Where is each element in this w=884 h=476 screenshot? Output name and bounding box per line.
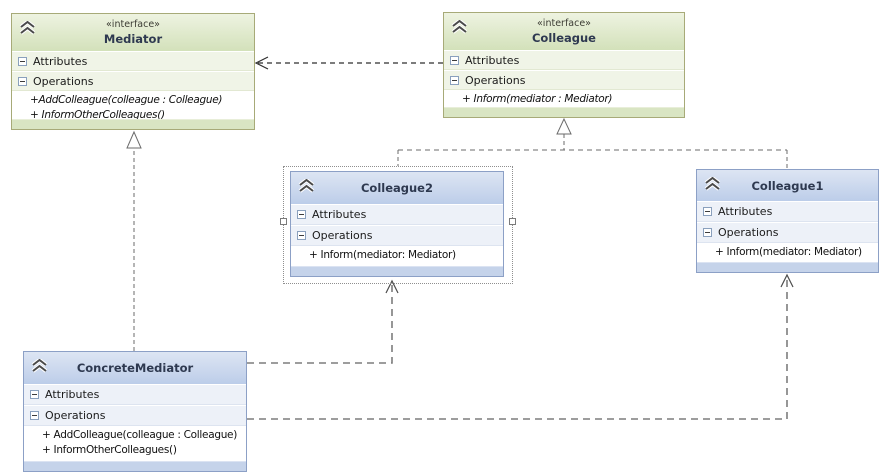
collapse-chevron-icon[interactable]	[19, 19, 36, 35]
class-header[interactable]: «interface» Mediator	[12, 14, 254, 51]
collapse-minus-icon[interactable]	[703, 228, 712, 237]
footer-band	[444, 107, 684, 117]
footer-band	[12, 119, 254, 129]
class-name: Colleague1	[751, 178, 824, 193]
class-header[interactable]: «interface» Colleague	[444, 13, 684, 50]
class-name: Mediator	[103, 32, 163, 46]
operation-item[interactable]: + Inform(mediator: Mediator)	[715, 246, 862, 258]
dependency-colleague-to-mediator[interactable]	[254, 56, 443, 70]
attributes-section-header[interactable]: Attributes	[444, 50, 684, 70]
operations-list: + AddColleague(colleague : Colleague) + …	[24, 426, 246, 461]
collapse-chevron-icon[interactable]	[704, 175, 721, 191]
stereotype-label: «interface»	[106, 19, 160, 30]
operation-item[interactable]: + AddColleague(colleague : Colleague)	[42, 429, 238, 441]
operation-item[interactable]: + InformOtherColleagues()	[42, 444, 177, 456]
collapse-minus-icon[interactable]	[30, 411, 39, 420]
dependency-concretemediator-to-colleague2[interactable]	[247, 279, 399, 364]
collapse-minus-icon[interactable]	[703, 207, 712, 216]
collapse-chevron-icon[interactable]	[298, 177, 315, 193]
class-box-concretemediator[interactable]: ConcreteMediator Attributes Operations +…	[23, 351, 247, 472]
operations-list: +AddColleague(colleague : Colleague) + I…	[12, 91, 254, 119]
class-header[interactable]: Colleague2	[291, 172, 503, 204]
operations-section-header[interactable]: Operations	[697, 222, 878, 243]
operations-list: + Inform(mediator: Mediator)	[697, 243, 878, 262]
collapse-minus-icon[interactable]	[450, 75, 459, 85]
operation-item[interactable]: +AddColleague(colleague : Colleague)	[30, 94, 223, 106]
footer-band	[291, 266, 503, 276]
class-box-mediator[interactable]: «interface» Mediator Attributes Operatio…	[11, 13, 255, 130]
operation-item[interactable]: + InformOtherColleagues()	[30, 109, 165, 119]
collapse-minus-icon[interactable]	[297, 210, 306, 219]
selection-handle-right[interactable]	[509, 218, 516, 225]
collapse-minus-icon[interactable]	[18, 56, 27, 66]
dependency-concretemediator-to-colleague1[interactable]	[247, 273, 794, 420]
stereotype-label: «interface»	[537, 18, 591, 29]
class-header[interactable]: ConcreteMediator	[24, 352, 246, 384]
class-header[interactable]: Colleague1	[697, 170, 878, 201]
operations-section-header[interactable]: Operations	[444, 70, 684, 90]
attributes-section-header[interactable]: Attributes	[697, 201, 878, 222]
attributes-section-header[interactable]: Attributes	[291, 204, 503, 225]
collapse-chevron-icon[interactable]	[451, 18, 468, 34]
collapse-minus-icon[interactable]	[18, 76, 27, 86]
operations-section-header[interactable]: Operations	[291, 225, 503, 246]
collapse-chevron-icon[interactable]	[31, 357, 48, 373]
operations-list: + Inform(mediator : Mediator)	[444, 90, 684, 107]
operations-section-header[interactable]: Operations	[12, 71, 254, 91]
realization-colleagues-to-colleague[interactable]	[397, 117, 788, 169]
class-box-colleague2[interactable]: Colleague2 Attributes Operations + Infor…	[290, 171, 504, 277]
class-box-colleague1[interactable]: Colleague1 Attributes Operations + Infor…	[696, 169, 879, 273]
operations-list: + Inform(mediator: Mediator)	[291, 246, 503, 266]
operation-item[interactable]: + Inform(mediator: Mediator)	[309, 249, 456, 261]
footer-band	[24, 461, 246, 471]
attributes-section-header[interactable]: Attributes	[24, 384, 246, 405]
operation-item[interactable]: + Inform(mediator : Mediator)	[462, 93, 613, 105]
class-name: Colleague	[531, 31, 596, 45]
selection-handle-left[interactable]	[280, 218, 287, 225]
footer-band	[697, 262, 878, 272]
realization-concretemediator-to-mediator[interactable]	[126, 130, 142, 351]
class-box-colleague[interactable]: «interface» Colleague Attributes Operati…	[443, 12, 685, 118]
selection-frame-colleague2	[280, 166, 516, 284]
collapse-minus-icon[interactable]	[297, 231, 306, 240]
collapse-minus-icon[interactable]	[450, 55, 459, 65]
class-name: ConcreteMediator	[76, 361, 194, 375]
collapse-minus-icon[interactable]	[30, 390, 39, 399]
class-name: Colleague2	[360, 181, 433, 195]
operations-section-header[interactable]: Operations	[24, 405, 246, 426]
attributes-section-header[interactable]: Attributes	[12, 51, 254, 71]
